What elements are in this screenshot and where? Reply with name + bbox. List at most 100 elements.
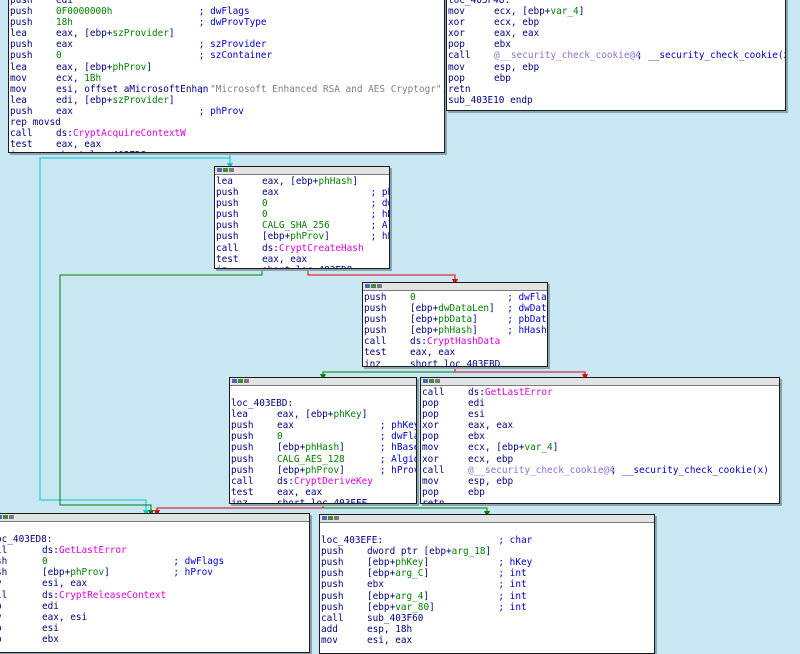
asm-line[interactable]: push[ebp+phKey]; hKey — [321, 557, 654, 568]
block-titlebar[interactable] — [230, 378, 416, 386]
graph-view-icon[interactable] — [0, 515, 2, 519]
graph-view-icon[interactable] — [365, 284, 370, 288]
asm-line[interactable]: loc_403EBD: — [231, 398, 416, 409]
asm-line[interactable]: sub_403E10 endp — [448, 95, 785, 106]
asm-line[interactable]: push[ebp+pbData]; pbData — [364, 314, 547, 325]
group-icon[interactable] — [244, 379, 249, 383]
asm-line[interactable]: push[ebp+arg_4]; int — [321, 591, 654, 602]
block-titlebar[interactable] — [320, 515, 654, 523]
graph-view-icon[interactable] — [232, 379, 237, 383]
group-icon[interactable] — [334, 516, 339, 520]
asm-line[interactable]: push[ebp+phHash]; hBaseData — [231, 442, 416, 453]
block-titlebar[interactable] — [421, 378, 779, 386]
asm-line[interactable]: push[ebp+phProv]; hProv — [216, 231, 389, 242]
group-icon[interactable] — [377, 284, 382, 288]
asm-line[interactable]: call@__security_check_cookie@4; __securi… — [448, 50, 785, 61]
color-icon[interactable] — [238, 379, 243, 383]
color-icon[interactable] — [371, 284, 376, 288]
asm-line[interactable]: sh[ebp+phProv]; hProv — [0, 567, 309, 578]
color-icon[interactable] — [223, 168, 228, 172]
asm-line[interactable]: retn — [422, 498, 779, 503]
block-titlebar[interactable] — [215, 167, 389, 175]
asm-line[interactable]: push[ebp+phHash]; hHash — [364, 325, 547, 336]
asm-line[interactable]: push[ebp+dwDataLen]; dwDataLen — [364, 303, 547, 314]
group-icon[interactable] — [229, 168, 234, 172]
color-icon[interactable] — [328, 516, 333, 520]
asm-line[interactable]: jzshort loc_403ED8 — [10, 150, 444, 152]
asm-line[interactable]: rep movsd — [10, 117, 444, 128]
graph-view-icon[interactable] — [423, 379, 428, 383]
asm-line[interactable]: retn — [448, 84, 785, 95]
asm-line[interactable] — [0, 523, 309, 534]
graph-view-icon[interactable] — [322, 516, 327, 520]
asm-line[interactable]: push[ebp+var_80]; int — [321, 602, 654, 613]
asm-line[interactable]: loc_403F48: — [448, 0, 785, 6]
asm-line[interactable]: push[ebp+phProv]; hProv — [231, 465, 416, 476]
block-titlebar[interactable] — [363, 283, 547, 291]
group-icon[interactable] — [435, 379, 440, 383]
color-icon[interactable] — [429, 379, 434, 383]
block-titlebar[interactable] — [0, 514, 309, 522]
asm-line[interactable]: call@__security_check_cookie@4; __securi… — [422, 465, 779, 476]
color-icon[interactable] — [3, 515, 8, 519]
group-icon[interactable] — [9, 515, 14, 519]
asm-line[interactable]: veax, esi — [0, 612, 309, 623]
asm-line[interactable]: jzshort loc_403ED8 — [216, 265, 389, 268]
asm-line[interactable]: sh0; dwFlags — [0, 556, 309, 567]
